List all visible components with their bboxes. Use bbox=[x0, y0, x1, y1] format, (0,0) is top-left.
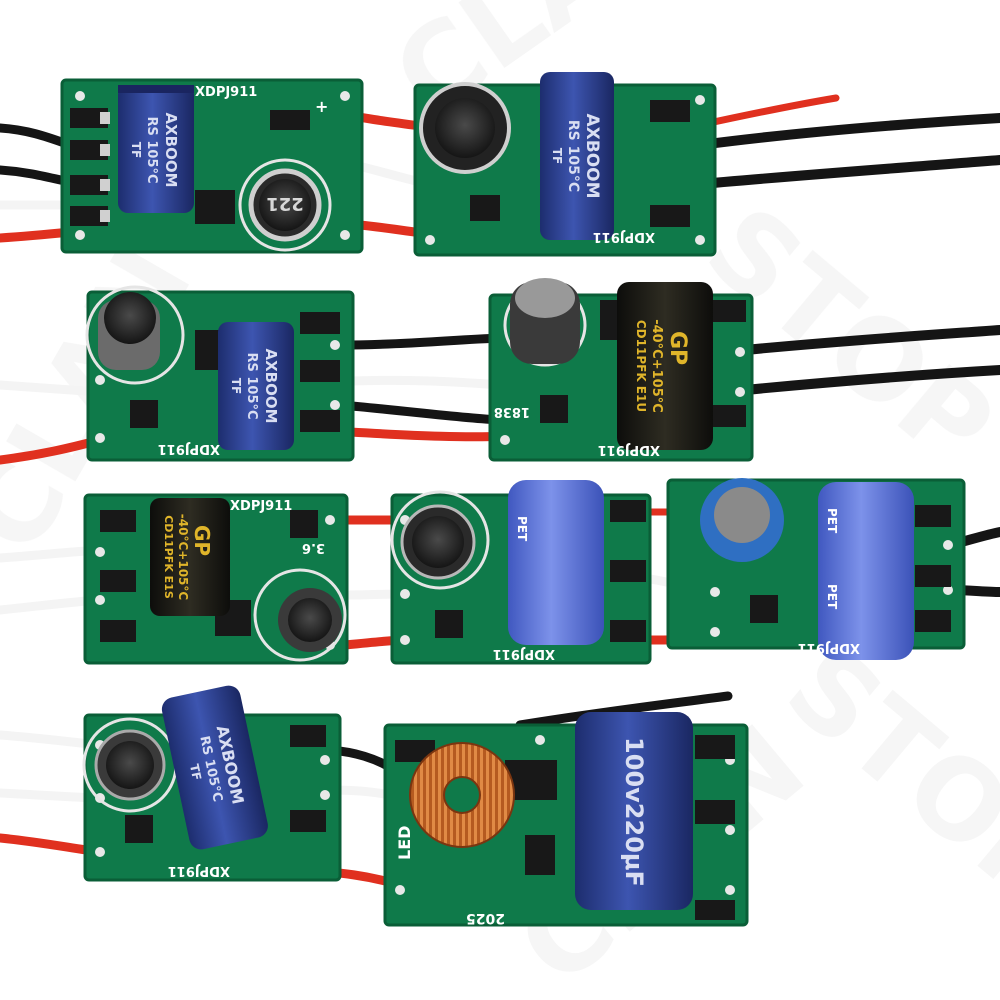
board-marking: XDPJ911 bbox=[593, 229, 655, 244]
cap-code: TF bbox=[129, 142, 143, 158]
board-9: 100v220μF LED 2025 bbox=[383, 712, 749, 927]
board-marking: XDPJ911 bbox=[598, 442, 660, 457]
board-marking: XDPJ911 bbox=[230, 499, 292, 514]
cap-brand: AXBOOM bbox=[582, 113, 602, 198]
cap-code: CD11PFK E1U bbox=[634, 320, 648, 412]
board-5: GP -40°C+105°C CD11PFK E1S XDPJ911 3.6 bbox=[83, 493, 349, 665]
board-2: AXBOOM RS 105°C TF XDPJ911 bbox=[413, 72, 717, 257]
silk-led: LED bbox=[395, 826, 414, 860]
board-1: 221 AXBOOM RS 105°C TF XDPJ911 + bbox=[60, 78, 364, 254]
board-marking: XDPJ911 bbox=[195, 85, 257, 100]
cap-label: PET bbox=[515, 516, 529, 542]
inductor-code: 221 bbox=[266, 193, 304, 214]
side-code: 1838 bbox=[494, 404, 530, 419]
cap-brand: AXBOOM bbox=[262, 348, 280, 423]
board-4: GP -40°C+105°C CD11PFK E1U 1838 XDPJ911 bbox=[488, 278, 754, 462]
board-marking: XDPJ911 bbox=[168, 863, 230, 878]
cap-code: CD11PFK E1S bbox=[162, 515, 175, 599]
cap-rating: -40°C+105°C bbox=[649, 319, 664, 413]
cap-rating: RS 105°C bbox=[244, 352, 259, 419]
board-3: AXBOOM RS 105°C TF XDPJ911 bbox=[85, 285, 355, 462]
cap-rating: 100v220μF bbox=[620, 737, 648, 887]
cap-rating: RS 105°C bbox=[565, 120, 581, 192]
silk-code: 2025 bbox=[466, 910, 505, 926]
cap-brand: AXBOOM bbox=[162, 112, 180, 187]
side-code: 3.6 bbox=[302, 540, 325, 555]
cap-brand: GP bbox=[665, 331, 690, 365]
plus-sign: + bbox=[315, 97, 328, 116]
cap-rating: -40°C+105°C bbox=[176, 514, 190, 601]
cap-label-2: PET bbox=[825, 584, 839, 610]
board-7: PET PET XDPJ911 bbox=[666, 478, 966, 660]
cap-rating: RS 105°C bbox=[144, 116, 159, 183]
board-8: AXBOOM RS 105°C TF XDPJ911 bbox=[82, 685, 342, 882]
board-marking: XDPJ911 bbox=[493, 646, 555, 661]
cap-code: TF bbox=[229, 378, 243, 394]
board-marking: XDPJ911 bbox=[158, 441, 220, 456]
board-6: PET XDPJ911 bbox=[390, 480, 652, 665]
cap-code: TF bbox=[550, 148, 564, 164]
cap-code: TF bbox=[187, 763, 204, 782]
cap-brand: GP bbox=[190, 525, 214, 556]
cap-label: PET bbox=[825, 508, 839, 534]
board-marking: XDPJ911 bbox=[798, 640, 860, 655]
